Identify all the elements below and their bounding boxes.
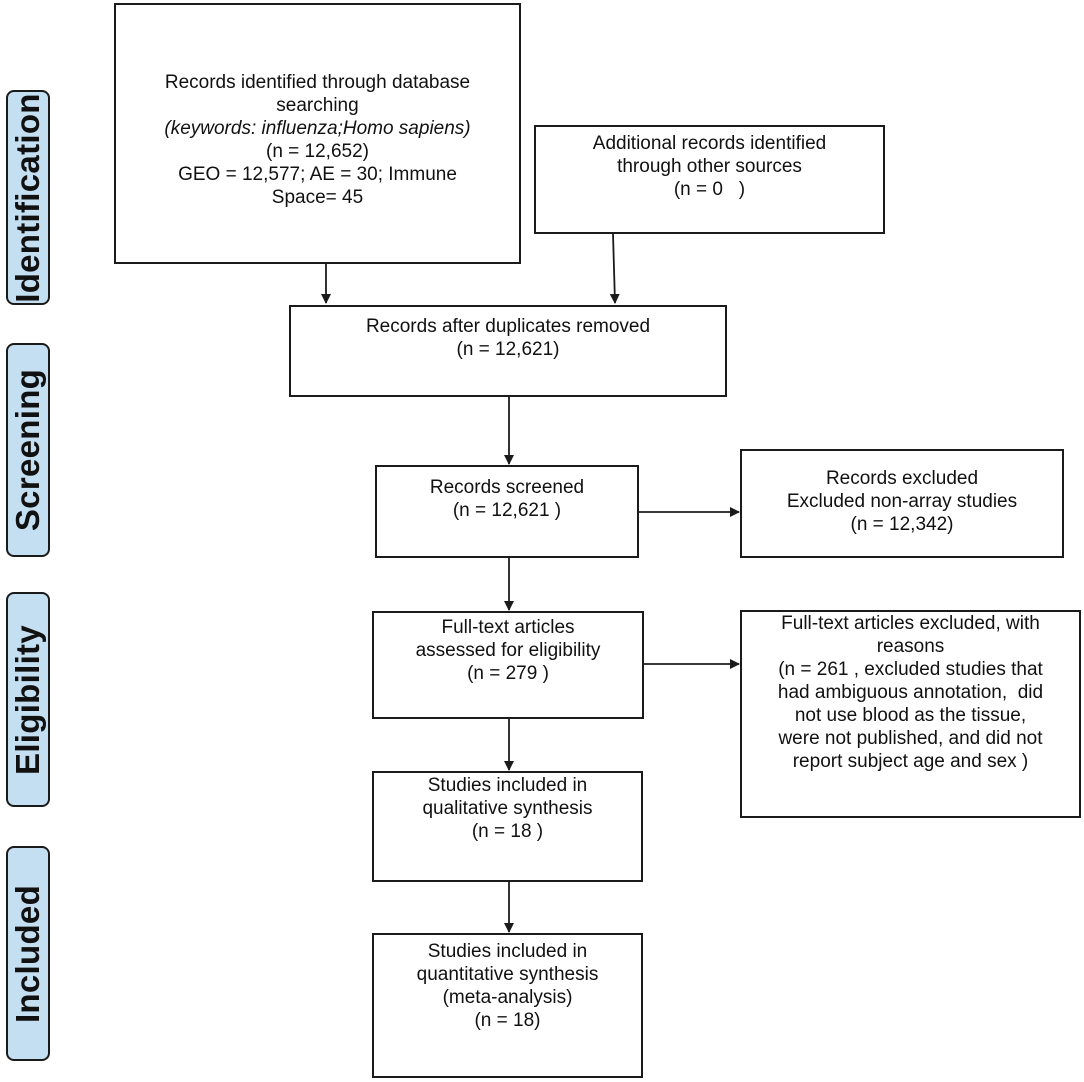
other-sources-line-2: through other sources — [617, 156, 802, 177]
excluded-line-1: Records excluded — [825, 468, 979, 489]
database-count: (n = 12,652) — [266, 141, 369, 162]
database-records-box: Records identified through database sear… — [114, 3, 521, 264]
excluded-line-2: Excluded non-array studies — [786, 491, 1018, 512]
qualitative-count: (n = 18 ) — [471, 821, 544, 842]
records-screened-box: Records screened (n = 12,621 ) — [375, 465, 639, 558]
duplicates-count: (n = 12,621) — [456, 339, 560, 360]
screened-count: (n = 12,621 ) — [452, 500, 562, 521]
fulltext-excluded-line-4: had ambiguous annotation, did — [777, 682, 1044, 703]
database-line-1: Records identified through database — [164, 72, 471, 93]
stage-included: Included — [6, 846, 50, 1061]
fulltext-excluded-line-1: Full-text articles excluded, with — [781, 613, 1040, 634]
database-keywords: (keywords: influenza;Homo sapiens) — [164, 118, 471, 139]
stage-identification: Identification — [6, 90, 50, 305]
fulltext-excluded-line-6: were not published, and did not — [778, 728, 1043, 749]
screened-line-1: Records screened — [429, 477, 585, 498]
database-line-2: searching — [276, 95, 359, 116]
qualitative-line-1: Studies included in — [427, 775, 588, 796]
arrow-other-to-duplicates — [609, 233, 620, 304]
records-excluded-box: Records excluded Excluded non-array stud… — [740, 449, 1064, 558]
quantitative-line-3: (meta-analysis) — [442, 987, 573, 1008]
fulltext-excluded-line-2: reasons — [876, 636, 945, 657]
fulltext-excluded-box: Full-text articles excluded, with reason… — [740, 610, 1081, 818]
fulltext-excluded-line-3: (n = 261 , excluded studies that — [778, 659, 1043, 680]
qualitative-line-2: qualitative synthesis — [422, 798, 593, 819]
stage-eligibility: Eligibility — [6, 592, 50, 807]
fulltext-count: (n = 279 ) — [467, 663, 549, 684]
other-sources-line-1: Additional records identified — [592, 133, 827, 154]
database-sources-cont: Space= 45 — [271, 187, 364, 208]
quantitative-count: (n = 18) — [474, 1010, 541, 1031]
other-sources-count: (n = 0 ) — [673, 179, 746, 200]
fulltext-line-1: Full-text articles — [441, 617, 575, 638]
quantitative-synthesis-box: Studies included in quantitative synthes… — [372, 933, 643, 1078]
fulltext-assessed-box: Full-text articles assessed for eligibil… — [372, 611, 644, 719]
quantitative-line-1: Studies included in — [427, 941, 588, 962]
excluded-count: (n = 12,342) — [850, 514, 954, 535]
other-sources-box: Additional records identified through ot… — [534, 125, 885, 234]
qualitative-synthesis-box: Studies included in qualitative synthesi… — [372, 771, 643, 882]
fulltext-excluded-line-5: not use blood as the tissue, — [794, 705, 1027, 726]
duplicates-line-1: Records after duplicates removed — [365, 316, 651, 337]
database-sources: GEO = 12,577; AE = 30; Immune — [178, 164, 457, 185]
quantitative-line-2: quantitative synthesis — [416, 964, 599, 985]
stage-screening: Screening — [6, 343, 50, 557]
fulltext-line-2: assessed for eligibility — [415, 640, 601, 661]
fulltext-excluded-line-7: report subject age and sex ) — [792, 751, 1029, 772]
duplicates-removed-box: Records after duplicates removed (n = 12… — [289, 305, 727, 397]
